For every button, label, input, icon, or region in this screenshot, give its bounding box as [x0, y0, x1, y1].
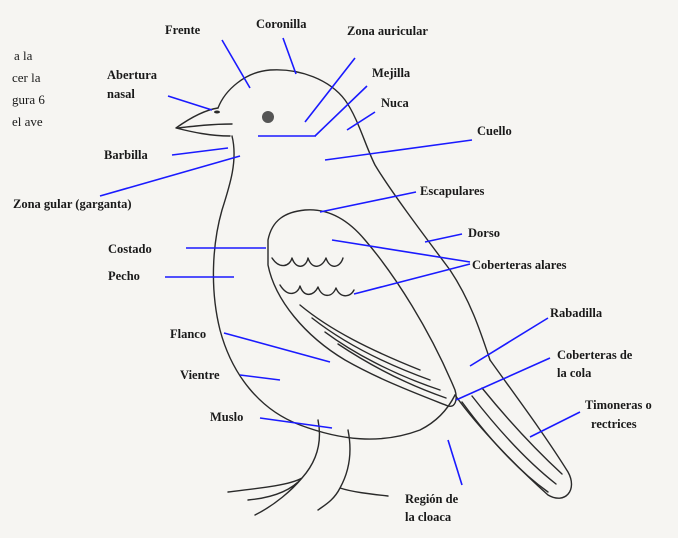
tail-outline — [455, 360, 571, 498]
label-vientre: Vientre — [180, 368, 220, 383]
beak-mouth-line — [178, 124, 232, 128]
label-muslo: Muslo — [210, 410, 243, 425]
leader-vientre — [240, 375, 280, 380]
leader-muslo — [260, 418, 332, 428]
leader-coberteras-alares-2 — [354, 264, 470, 294]
label-abertura-nasal-2: nasal — [107, 87, 135, 102]
label-coberteras-cola-2: la cola — [557, 366, 591, 381]
leader-region-cloaca — [448, 440, 462, 485]
text-fragment: cer la — [12, 66, 41, 89]
label-coberteras-alares: Coberteras alares — [472, 258, 567, 273]
leader-coronilla — [283, 38, 296, 74]
label-region-cloaca-2: la cloaca — [405, 510, 451, 525]
eye — [262, 111, 274, 123]
label-frente: Frente — [165, 23, 200, 38]
leader-frente — [222, 40, 250, 88]
label-cuello: Cuello — [477, 124, 512, 139]
label-rabadilla: Rabadilla — [550, 306, 602, 321]
label-flanco: Flanco — [170, 327, 206, 342]
label-mejilla: Mejilla — [372, 66, 410, 81]
label-escapulares: Escapulares — [420, 184, 484, 199]
label-pecho: Pecho — [108, 269, 140, 284]
text-fragment: a la — [14, 44, 32, 67]
leader-dorso — [425, 234, 462, 242]
label-zona-auricular: Zona auricular — [347, 24, 428, 39]
leader-coberteras-cola — [456, 358, 550, 400]
label-timoneras: Timoneras o — [585, 398, 652, 413]
label-barbilla: Barbilla — [104, 148, 148, 163]
wing-coverts — [272, 258, 343, 266]
label-coronilla: Coronilla — [256, 17, 306, 32]
leader-zona-auricular — [305, 58, 355, 122]
leader-coberteras-alares-1 — [332, 240, 470, 262]
label-zona-gular: Zona gular (garganta) — [13, 197, 132, 212]
beak — [176, 108, 230, 136]
head-back-outline — [218, 70, 490, 360]
label-costado: Costado — [108, 242, 152, 257]
label-coberteras-cola: Coberteras de — [557, 348, 632, 363]
label-timoneras-2: rectrices — [591, 417, 637, 432]
label-abertura-nasal: Abertura — [107, 68, 157, 83]
nostril — [214, 111, 220, 114]
leader-escapulares — [320, 192, 416, 212]
leader-abertura-nasal — [168, 96, 212, 110]
leader-timoneras — [530, 412, 580, 437]
breast-belly-outline — [213, 136, 455, 439]
label-nuca: Nuca — [381, 96, 409, 111]
text-fragment: gura 6 — [12, 88, 45, 111]
leader-cuello — [325, 140, 472, 160]
leg-2 — [318, 430, 388, 510]
text-fragment: el ave — [12, 110, 43, 133]
leader-rabadilla — [470, 318, 548, 366]
leader-nuca — [347, 112, 375, 130]
leg — [228, 420, 319, 515]
label-region-cloaca: Región de — [405, 492, 458, 507]
leader-barbilla — [172, 148, 228, 155]
label-dorso: Dorso — [468, 226, 500, 241]
